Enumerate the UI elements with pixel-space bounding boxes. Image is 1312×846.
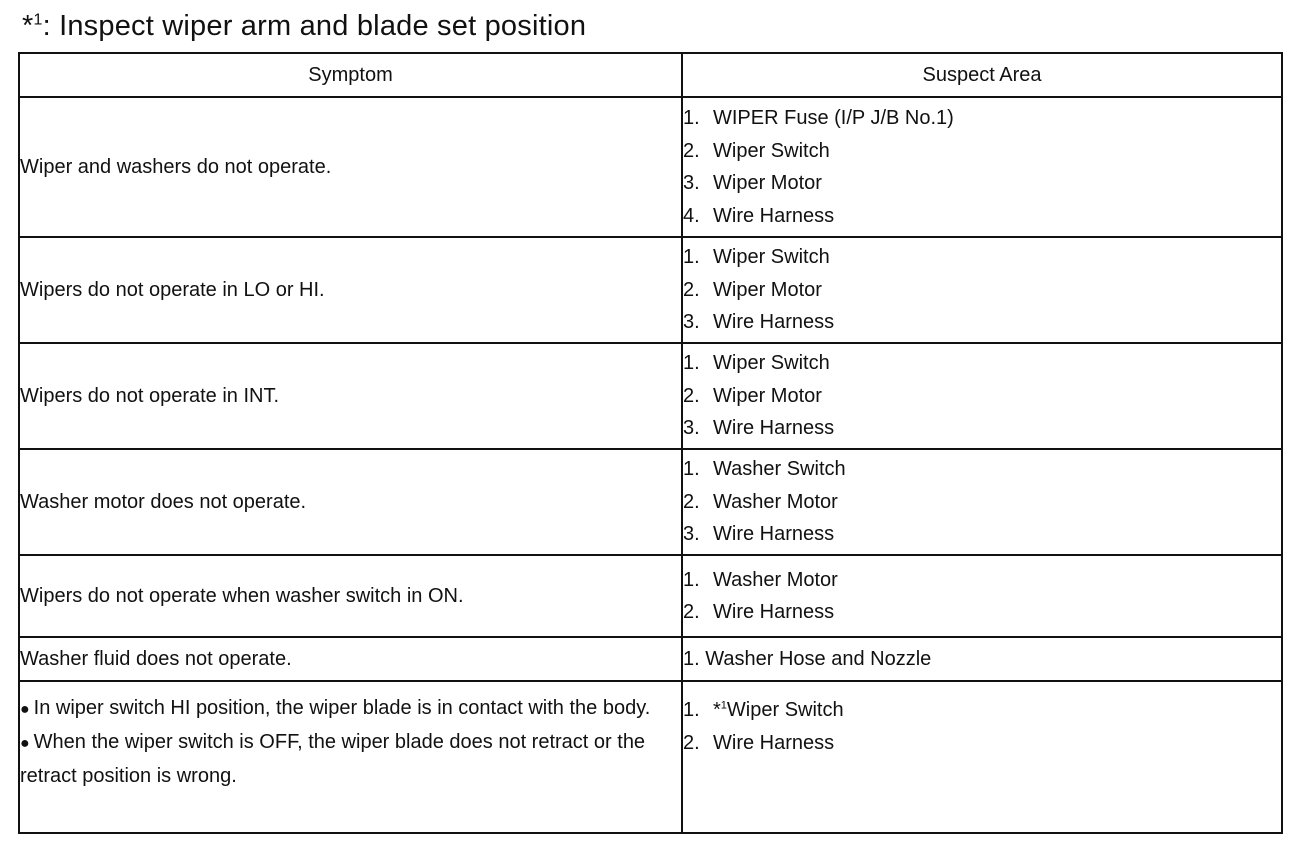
table-row: Wiper and washers do not operate. 1. WIPE…	[18, 96, 1283, 238]
item-number: 2.	[683, 601, 700, 623]
suspect-area-item: 3. Wire Harness	[683, 518, 1281, 551]
header-symptom: Symptom	[18, 52, 683, 98]
symptom-cell: Wiper and washers do not operate.	[18, 96, 683, 238]
item-number: 1.	[683, 699, 700, 721]
item-prefix: *	[713, 699, 721, 721]
item-text: Wire Harness	[713, 311, 835, 334]
item-number: 2.	[683, 139, 700, 162]
symptom-cell: Wipers do not operate in LO or HI.	[18, 236, 683, 344]
table-row: ●In wiper switch HI position, the wiper …	[18, 680, 1283, 834]
item-number: 3.	[683, 311, 700, 334]
suspect-area-item: 1. WIPER Fuse (I/P J/B No.1)	[683, 102, 1281, 135]
suspect-area-item: 4. Wire Harness	[683, 200, 1281, 233]
item-text: Washer Switch	[713, 458, 846, 481]
item-text: Wire Harness	[713, 204, 835, 227]
symptom-bullet-item: ●In wiper switch HI position, the wiper …	[20, 692, 681, 726]
suspect-area-item: 2. Wiper Motor	[683, 380, 1281, 413]
symptom-cell: ●In wiper switch HI position, the wiper …	[18, 680, 683, 834]
item-number: 1.	[683, 458, 700, 481]
item-text: WIPER Fuse (I/P J/B No.1)	[713, 107, 954, 129]
footnote-text: : Inspect wiper arm and blade set positi…	[42, 10, 587, 42]
suspect-area-cell: 1. Washer Switch 2. Washer Motor 3. Wire Ha…	[681, 448, 1283, 556]
item-text: Washer Motor	[713, 568, 838, 591]
table-row: Wipers do not operate in INT. 1. Wiper Sw…	[18, 342, 1283, 450]
item-text: Wiper Motor	[713, 278, 822, 301]
footnote-marker: *	[22, 10, 34, 42]
item-text: Wiper Switch	[713, 139, 830, 162]
item-text: Wire Harness	[713, 731, 835, 754]
suspect-area-item: 2. Wire Harness	[683, 596, 1281, 629]
item-text: Wiper Motor	[713, 172, 822, 194]
suspect-area-item: 1. Wiper Switch	[683, 347, 1281, 380]
suspect-area-item: 1. *1Wiper Switch	[683, 694, 1281, 727]
item-number: 1.	[683, 568, 700, 591]
item-text: Wire Harness	[713, 601, 835, 623]
item-text: Wiper Switch	[713, 246, 830, 269]
item-number: 3.	[683, 172, 700, 194]
item-number: 1.	[683, 246, 700, 269]
table-row: Wipers do not operate in LO or HI. 1. Wip…	[18, 236, 1283, 344]
item-text: Wire Harness	[713, 523, 835, 546]
suspect-area-item: 2. Washer Motor	[683, 486, 1281, 519]
suspect-area-item: 3. Wire Harness	[683, 306, 1281, 339]
symptom-cell: Wipers do not operate when washer switch…	[18, 554, 683, 638]
bullet-text: In wiper switch HI position, the wiper b…	[33, 697, 651, 719]
bullet-text: When the wiper switch is OFF, the wiper …	[20, 731, 646, 787]
symptom-cell: Washer motor does not operate.	[18, 448, 683, 556]
suspect-area-item: 3. Wire Harness	[683, 412, 1281, 445]
table-header-row: Symptom Suspect Area	[18, 52, 1283, 98]
symptom-cell: Wipers do not operate in INT.	[18, 342, 683, 450]
suspect-area-item: 2. Wire Harness	[683, 727, 1281, 760]
item-text: Wiper Switch	[726, 699, 844, 721]
item-number: 2.	[683, 731, 700, 754]
table-row: Washer motor does not operate. 1. Washer …	[18, 448, 1283, 556]
suspect-area-item: 2. Wiper Motor	[683, 274, 1281, 307]
item-number: 2.	[683, 278, 700, 301]
item-number: 1.	[683, 352, 700, 375]
table-row: Washer fluid does not operate. 1. Washer…	[18, 636, 1283, 682]
suspect-area-item: 3. Wiper Motor	[683, 167, 1281, 200]
table-row: Wipers do not operate when washer switch…	[18, 554, 1283, 638]
suspect-area-cell: 1. *1Wiper Switch 2. Wire Harness	[681, 680, 1283, 834]
suspect-area-item: 1. Wiper Switch	[683, 241, 1281, 274]
bullet-dot: ●	[20, 735, 30, 752]
header-suspect-area: Suspect Area	[681, 52, 1283, 98]
item-text: Wiper Motor	[713, 384, 822, 407]
item-number: 1.	[683, 107, 700, 129]
item-text: Wire Harness	[713, 417, 835, 440]
item-number: 3.	[683, 417, 700, 440]
bullet-dot: ●	[20, 701, 30, 718]
item-text: Wiper Switch	[713, 352, 830, 375]
suspect-area-item: 1. Washer Motor	[683, 564, 1281, 597]
footnote-heading: *1: Inspect wiper arm and blade set posi…	[22, 6, 586, 46]
suspect-area-cell: 1. Wiper Switch 2. Wiper Motor 3. Wire Harn…	[681, 236, 1283, 344]
item-prefix-number: 1	[720, 699, 727, 712]
symptom-cell: Washer fluid does not operate.	[18, 636, 683, 682]
item-number: 2.	[683, 490, 700, 513]
item-number: 3.	[683, 523, 700, 546]
suspect-area-item: 2. Wiper Switch	[683, 135, 1281, 168]
item-number: 4.	[683, 204, 700, 227]
footnote-marker-number: 1	[33, 11, 43, 29]
suspect-area-cell: 1. Washer Hose and Nozzle	[681, 636, 1283, 682]
suspect-area-cell: 1. Washer Motor 2. Wire Harness	[681, 554, 1283, 638]
suspect-area-item: 1. Washer Switch	[683, 453, 1281, 486]
problem-symptoms-table: Symptom Suspect Area Wiper and washers d…	[18, 52, 1283, 834]
suspect-area-item: 1. Washer Hose and Nozzle	[683, 647, 932, 670]
suspect-area-cell: 1. WIPER Fuse (I/P J/B No.1) 2. Wiper Swit…	[681, 96, 1283, 238]
item-number: 2.	[683, 384, 700, 407]
symptom-bullet-item: ●When the wiper switch is OFF, the wiper…	[20, 726, 681, 793]
suspect-area-cell: 1. Wiper Switch 2. Wiper Motor 3. Wire Harn…	[681, 342, 1283, 450]
item-text: Washer Motor	[713, 490, 838, 513]
